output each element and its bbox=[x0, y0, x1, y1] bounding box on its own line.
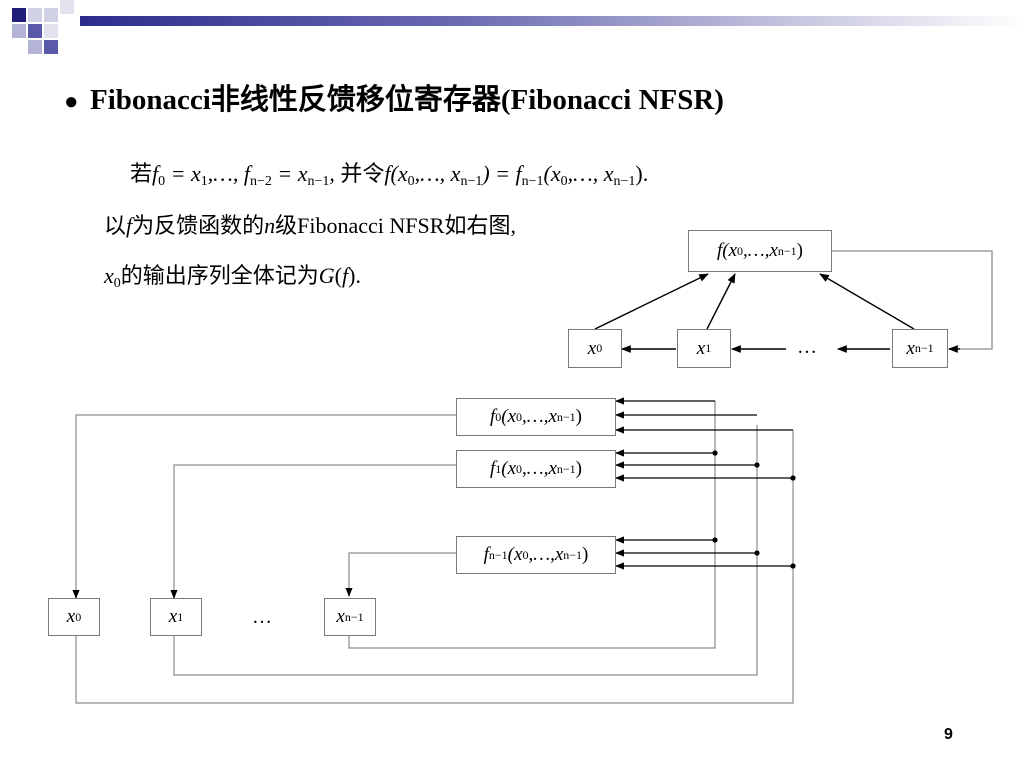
sub: n−1 bbox=[777, 243, 797, 258]
paren-x: (x bbox=[543, 161, 561, 186]
bullet-icon: ● bbox=[64, 89, 79, 115]
register-ellipsis-top: … bbox=[797, 336, 817, 358]
sub: n−1 bbox=[613, 174, 636, 189]
sub: 0 bbox=[522, 547, 529, 562]
f-var: f bbox=[342, 263, 349, 288]
text-output: 的输出序列全体记为 bbox=[120, 263, 319, 288]
ellipsis-x: ,…, x bbox=[414, 161, 461, 186]
box-text: x bbox=[906, 337, 915, 359]
box-text: f bbox=[490, 406, 496, 427]
g-var: G bbox=[318, 263, 335, 288]
sub: n−1 bbox=[563, 547, 583, 562]
sub: 0 bbox=[516, 461, 523, 476]
slide-corner-decoration bbox=[12, 0, 74, 54]
text-yi: 以 bbox=[104, 213, 127, 238]
box-text: ,…,x bbox=[743, 240, 778, 261]
definition-line-1: 若f0 = x1,…, fn−2 = xn−1, 并令f(x0,…, xn−1)… bbox=[130, 161, 649, 189]
sub: n−1 bbox=[307, 174, 330, 189]
n-var: n bbox=[264, 213, 276, 238]
box-text: x bbox=[336, 606, 345, 627]
f-var: f bbox=[126, 213, 133, 238]
sub: 0 bbox=[516, 409, 523, 424]
eq-x: = x bbox=[271, 161, 308, 186]
sub: 1 bbox=[495, 461, 502, 476]
sub: n−1 bbox=[914, 341, 934, 355]
box-text: ) bbox=[575, 406, 582, 427]
box-text: ,…,x bbox=[522, 406, 557, 427]
box-text: (x bbox=[501, 458, 517, 479]
box-text: ) bbox=[582, 544, 589, 565]
sub: 0 bbox=[158, 174, 166, 189]
box-text: f bbox=[490, 458, 496, 479]
box-text: x bbox=[696, 337, 706, 359]
page-number: 9 bbox=[944, 726, 953, 743]
sub: n−1 bbox=[556, 409, 576, 424]
sub: 0 bbox=[75, 609, 82, 624]
box-text: x bbox=[168, 606, 178, 627]
box-text: x bbox=[66, 606, 76, 627]
box-text: x bbox=[587, 337, 597, 359]
sub: 0 bbox=[737, 243, 744, 258]
eq-x: = x bbox=[165, 161, 201, 186]
slide-heading: ● Fibonacci非线性反馈移位寄存器(Fibonacci NFSR) bbox=[64, 76, 724, 118]
box-text: f bbox=[483, 544, 489, 565]
box-text: (x bbox=[507, 544, 523, 565]
sub: 0 bbox=[407, 174, 415, 189]
close-paren: ). bbox=[635, 161, 649, 186]
sub: n−1 bbox=[556, 461, 576, 476]
sub: n−1 bbox=[344, 609, 364, 624]
register-ellipsis-bottom: … bbox=[252, 606, 272, 628]
close-paren: ). bbox=[348, 263, 361, 288]
sub: n−1 bbox=[521, 174, 544, 189]
sub: n−2 bbox=[249, 174, 272, 189]
definition-line-2: 以f为反馈函数的n级Fibonacci NFSR如右图, bbox=[104, 208, 516, 240]
slide-title-bar bbox=[80, 16, 1024, 26]
fx: f(x bbox=[384, 161, 408, 186]
ellipsis-f: ,…, f bbox=[207, 161, 250, 186]
sub: 1 bbox=[177, 609, 184, 624]
text-nfsr: 级Fibonacci NFSR如右图, bbox=[275, 213, 516, 238]
sub: n−1 bbox=[460, 174, 483, 189]
box-text: ) bbox=[796, 240, 803, 261]
text-feedback: 为反馈函数的 bbox=[132, 213, 265, 238]
sub: 0 bbox=[113, 276, 121, 291]
text-ruo: 若 bbox=[130, 161, 153, 186]
sub: 0 bbox=[560, 174, 568, 189]
box-text: (x bbox=[501, 406, 517, 427]
sub: 0 bbox=[596, 341, 603, 355]
box-text: ,…,x bbox=[528, 544, 564, 565]
eq-f: ) = f bbox=[482, 161, 522, 186]
definition-line-3: x0的输出序列全体记为G(f). bbox=[104, 258, 361, 292]
box-text: ) bbox=[575, 458, 582, 479]
open-paren: ( bbox=[334, 263, 342, 288]
text-bingling: , 并令 bbox=[329, 161, 385, 186]
sub: n−1 bbox=[488, 547, 508, 562]
box-text: f(x bbox=[717, 240, 738, 261]
heading-title: Fibonacci非线性反馈移位寄存器(Fibonacci NFSR) bbox=[90, 84, 724, 116]
box-text: ,…,x bbox=[522, 458, 557, 479]
sub: 1 bbox=[200, 174, 208, 189]
sub: 0 bbox=[495, 409, 502, 424]
sub: 1 bbox=[705, 341, 712, 355]
ellipsis-x: ,…, x bbox=[567, 161, 614, 186]
x-var: x bbox=[104, 263, 114, 288]
